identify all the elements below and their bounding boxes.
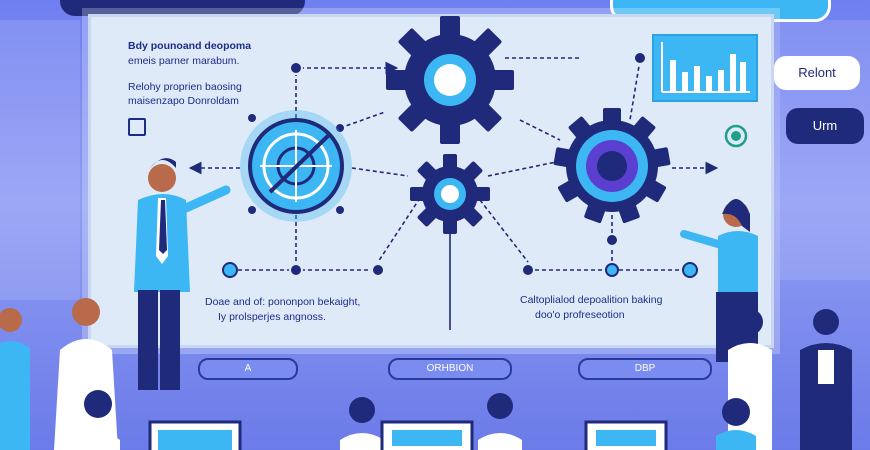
presenter-man [134, 158, 231, 390]
gear-icon [410, 154, 490, 234]
bar-chart-icon [652, 34, 758, 102]
caption-right-line-1: Caltoplialod depoalition baking [520, 294, 663, 306]
caption-left-line-1: Doae and of: pononpon bekaight, [205, 296, 361, 308]
wall-panel-left [0, 20, 80, 300]
caption-left-line-2: Iy prolsperjes angnoss. [218, 311, 326, 323]
refresh-icon [724, 124, 748, 148]
laptop-screens [148, 420, 668, 450]
gear-icon [553, 108, 671, 224]
relont-button[interactable]: Relont [774, 56, 860, 90]
option-dbp-button[interactable]: DBP [578, 358, 712, 380]
gear-icon [386, 16, 514, 144]
board-note-line-1: Relohy proprien baosing [128, 81, 242, 93]
check-icon [128, 118, 146, 136]
target-icon [240, 110, 352, 222]
audience [0, 298, 852, 450]
option-a-button[interactable]: A [198, 358, 298, 380]
board-heading-line-2: emeis parner marabum. [128, 55, 240, 67]
board-heading-line-1: Bdy pounoand deopoma [128, 40, 252, 52]
caption-right-line-2: doo'o profreseotion [535, 309, 625, 321]
urm-button[interactable]: Urm [786, 108, 864, 144]
top-banner-left [60, 0, 305, 16]
board-note-line-2: maisenzapo Donroldam [128, 95, 239, 107]
option-orhbion-button[interactable]: ORHBION [388, 358, 512, 380]
presenter-woman [680, 199, 758, 362]
